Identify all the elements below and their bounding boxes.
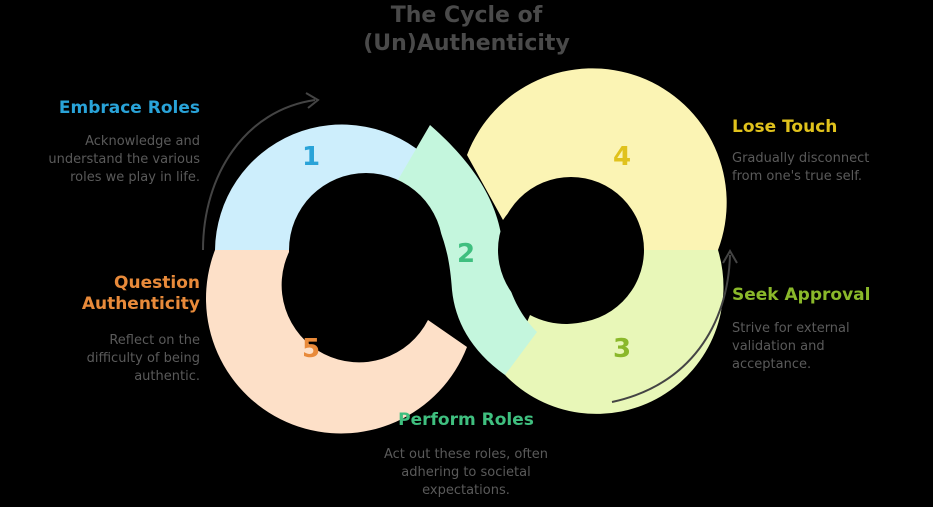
left-ring-hole [289, 173, 443, 327]
segment-5-number: 5 [302, 334, 320, 364]
arrow-lower-right-head-icon [722, 249, 738, 264]
step-1-description: Acknowledge and understand the various r… [48, 134, 200, 185]
step-3-heading: Seek Approval [732, 285, 871, 305]
step-5-description: Reflect on the difficulty of being authe… [86, 333, 200, 384]
title-line-1: The Cycle of [390, 3, 543, 28]
right-ring-hole [498, 177, 644, 323]
step-4-heading: Lose Touch [732, 117, 838, 137]
segment-5 [206, 250, 467, 434]
segment-3-number: 3 [613, 334, 631, 364]
segment-2-number: 2 [457, 239, 475, 269]
segment-1-number: 1 [302, 142, 320, 172]
step-2-description: Act out these roles, often adhering to s… [384, 447, 548, 498]
segment-4-number: 4 [613, 142, 631, 172]
step-1-heading: Embrace Roles [58, 98, 200, 118]
arrow-upper-left [202, 99, 316, 251]
step-4-description: Gradually disconnect from one's true sel… [732, 151, 870, 184]
title-line-2: (Un)Authenticity [363, 31, 570, 56]
segment-4 [467, 68, 727, 250]
arrow-upper-left-head-icon [305, 92, 320, 109]
diagram-title: The Cycle of (Un)Authenticity [300, 2, 633, 58]
segment-3 [505, 250, 724, 414]
arrow-lower-right [611, 254, 731, 403]
step-3-description: Strive for external validation and accep… [732, 321, 850, 372]
segment-2 [395, 125, 537, 375]
step-5-heading: Question Authenticity [81, 273, 200, 314]
step-2-heading: Perform Roles [398, 410, 534, 430]
